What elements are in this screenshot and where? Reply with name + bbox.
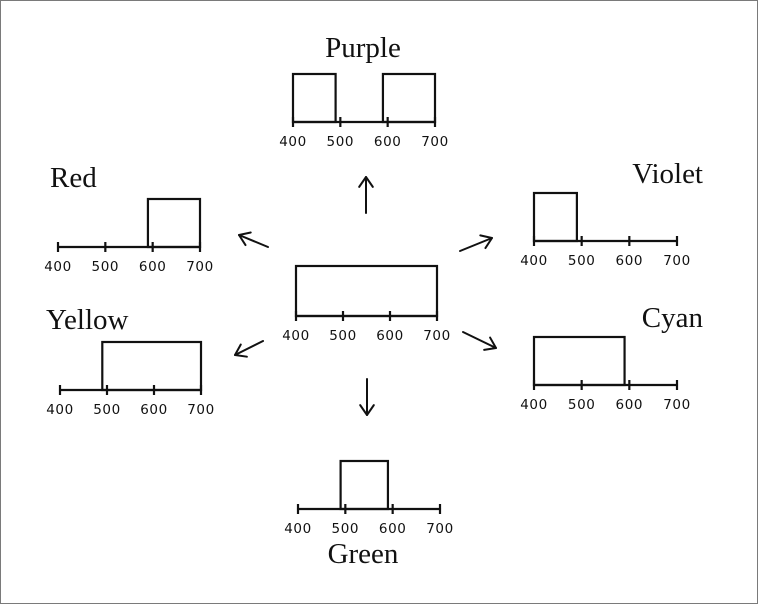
center-tick-label: 500 — [329, 328, 357, 344]
arrow-head — [238, 231, 252, 247]
cyan-label: Cyan — [642, 302, 704, 334]
green-tick-label: 400 — [284, 521, 312, 537]
purple-tick-label: 400 — [279, 134, 307, 150]
center-band — [294, 264, 439, 318]
cyan-tick-label: 700 — [663, 397, 691, 413]
purple-tick-label: 600 — [374, 134, 402, 150]
violet-band — [532, 191, 579, 243]
yellow-spectrum: 400 500 600 700 Yellow — [46, 304, 215, 418]
cyan-spectrum: 400 500 600 700 Cyan — [520, 302, 703, 413]
arrow-to-red — [238, 231, 269, 248]
violet-tick-label: 700 — [663, 253, 691, 269]
cyan-tick-label: 500 — [568, 397, 596, 413]
yellow-tick-label: 400 — [46, 402, 74, 418]
red-tick-label: 600 — [139, 259, 167, 275]
red-tick-label: 700 — [186, 259, 214, 275]
arrow-to-cyan — [462, 331, 497, 351]
arrow-head — [358, 176, 374, 188]
red-spectrum: 400 500 600 700 Red — [44, 162, 214, 275]
arrow-to-green — [359, 378, 375, 416]
purple-label: Purple — [325, 32, 401, 64]
red-tick-label: 500 — [92, 259, 120, 275]
center-tick-label: 700 — [423, 328, 451, 344]
green-label: Green — [328, 538, 399, 570]
red-band — [146, 197, 202, 249]
green-tick-label: 600 — [379, 521, 407, 537]
center-tick-label: 400 — [282, 328, 310, 344]
yellow-tick-label: 700 — [187, 402, 215, 418]
arrow-shaft — [462, 331, 497, 349]
violet-tick-label: 600 — [616, 253, 644, 269]
purple-band — [381, 72, 437, 124]
arrow-head — [483, 336, 497, 351]
green-tick-label: 700 — [426, 521, 454, 537]
cyan-tick-label: 600 — [616, 397, 644, 413]
purple-tick-label: 500 — [327, 134, 355, 150]
arrow-to-violet — [459, 234, 493, 252]
purple-spectrum: 400 500 600 700 Purple — [279, 32, 449, 150]
purple-band — [291, 72, 337, 124]
red-tick-label: 400 — [44, 259, 72, 275]
arrow-to-purple — [358, 176, 374, 214]
cyan-tick-label: 400 — [520, 397, 548, 413]
cyan-band — [532, 335, 626, 387]
violet-spectrum: 400 500 600 700 Violet — [520, 158, 703, 269]
yellow-tick-label: 500 — [93, 402, 121, 418]
red-label: Red — [50, 162, 97, 194]
yellow-band — [101, 340, 203, 392]
violet-tick-label: 500 — [568, 253, 596, 269]
purple-tick-label: 700 — [421, 134, 449, 150]
green-tick-label: 500 — [332, 521, 360, 537]
arrow-shaft — [234, 340, 264, 356]
green-band — [339, 459, 390, 511]
center-tick-label: 600 — [376, 328, 404, 344]
violet-label: Violet — [632, 158, 703, 190]
yellow-tick-label: 600 — [140, 402, 168, 418]
center-spectrum: 400 500 600 700 — [282, 264, 451, 344]
arrow-shaft — [459, 237, 493, 252]
arrow-head — [359, 404, 375, 416]
yellow-label: Yellow — [46, 304, 129, 336]
arrow-to-yellow — [234, 340, 264, 358]
arrow-shaft — [238, 234, 269, 248]
arrow-head — [479, 234, 493, 250]
arrow-head — [234, 343, 248, 358]
violet-tick-label: 400 — [520, 253, 548, 269]
